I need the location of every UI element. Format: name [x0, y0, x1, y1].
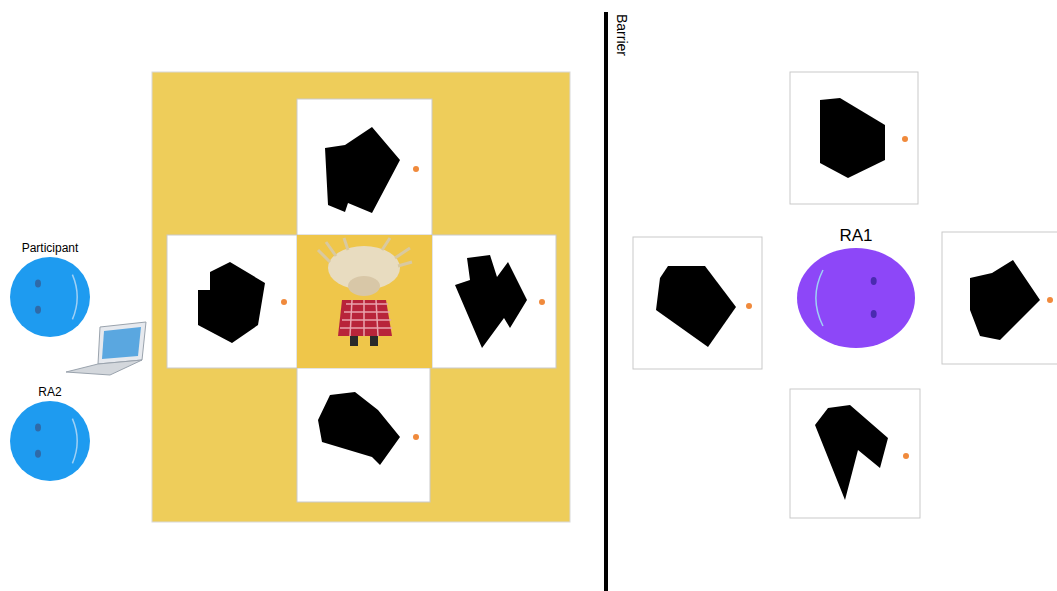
- face-shape: [797, 248, 915, 348]
- person-label: RA1: [839, 226, 872, 246]
- doll-figure: [318, 238, 412, 346]
- face-shape: [10, 257, 90, 337]
- person-label: Participant: [22, 241, 79, 255]
- barrier-label: Barrier: [614, 14, 630, 56]
- tangram-shapes: [198, 98, 1040, 500]
- orange-dots: [281, 136, 1053, 459]
- person-circle: RA2: [10, 401, 90, 481]
- person-circle: Participant: [10, 257, 90, 337]
- face-shape: [10, 401, 90, 481]
- person-label: RA2: [38, 385, 61, 399]
- game-board: [152, 72, 570, 522]
- laptop-icon: [66, 322, 146, 375]
- person-circle: RA1: [797, 248, 915, 348]
- shape-cards: [167, 72, 1057, 518]
- barrier-line: [604, 12, 608, 591]
- center-photo: [297, 235, 432, 368]
